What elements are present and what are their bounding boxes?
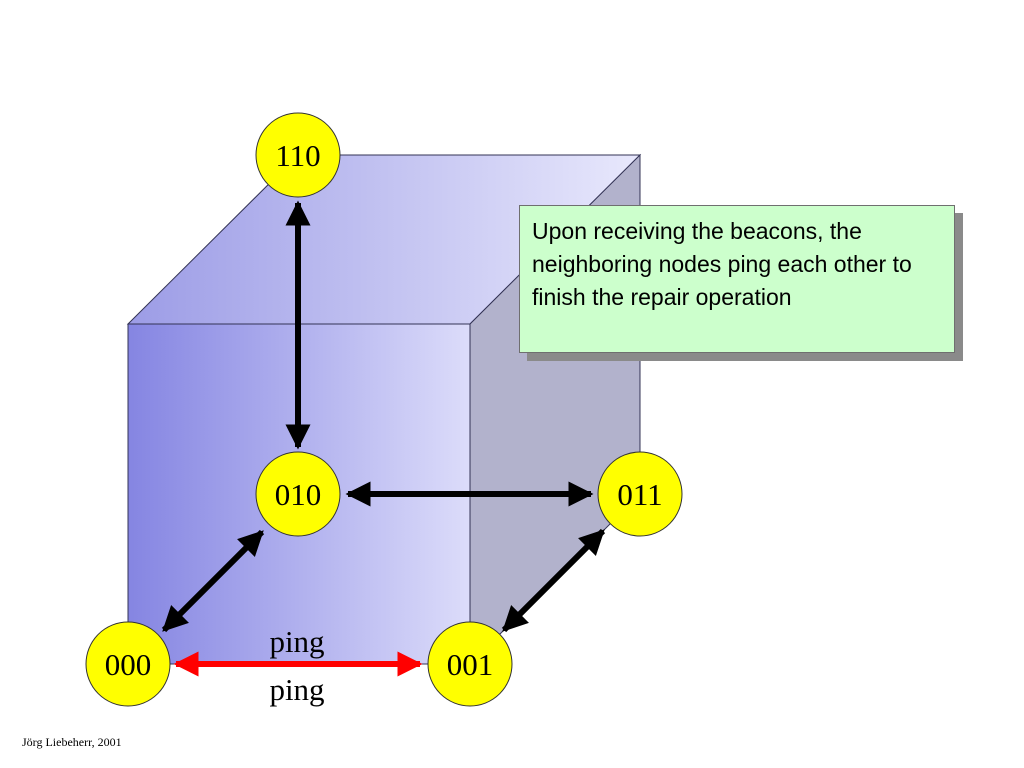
ping-label-bottom: ping — [269, 672, 324, 707]
node-010-circle — [255, 451, 341, 537]
node-001-circle — [427, 621, 513, 707]
node-011-circle — [597, 451, 683, 537]
links — [161, 200, 606, 677]
node-001: 001 — [427, 621, 513, 707]
node-010: 010 — [255, 451, 341, 537]
node-000-label: 000 — [105, 647, 152, 682]
node-011-label: 011 — [617, 477, 662, 512]
node-001-label: 001 — [447, 647, 494, 682]
node-000-circle — [85, 621, 171, 707]
callout-text: Upon receiving the beacons, the neighbor… — [532, 218, 912, 310]
ping-label-top: ping — [269, 624, 324, 659]
node-010-label: 010 — [275, 477, 322, 512]
footer-credit: Jörg Liebeherr, 2001 — [22, 735, 122, 749]
callout-box: Upon receiving the beacons, the neighbor… — [519, 205, 955, 353]
node-110-label: 110 — [275, 138, 320, 173]
node-011: 011 — [597, 451, 683, 537]
node-000: 000 — [85, 621, 171, 707]
node-110-circle — [255, 112, 341, 198]
node-110: 110 — [255, 112, 341, 198]
link-001-011-arrow — [501, 528, 606, 633]
link-000-010-arrow — [161, 529, 265, 633]
